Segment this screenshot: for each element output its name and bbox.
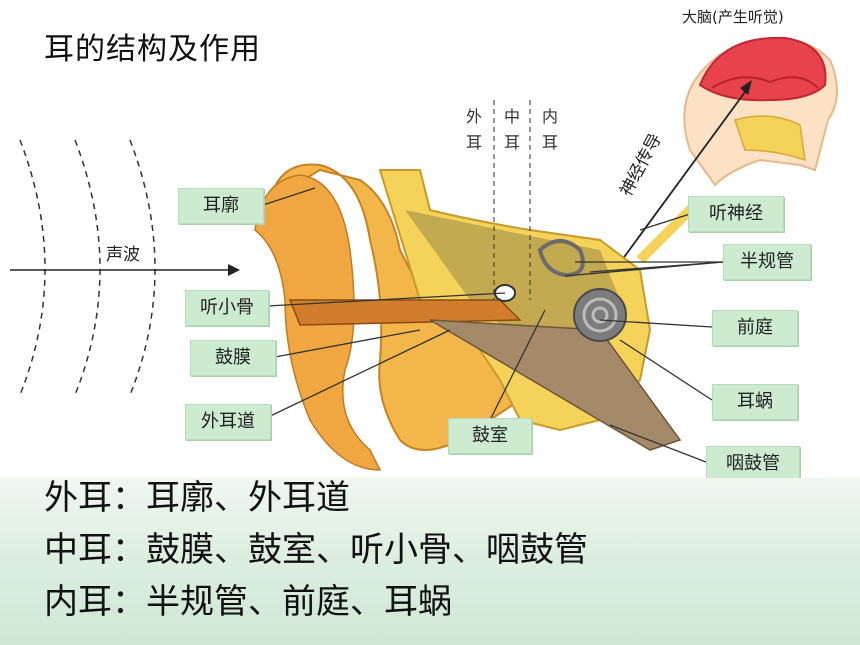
label-ossicles: 听小骨 — [185, 290, 269, 326]
label-eardrum: 鼓膜 — [190, 340, 276, 376]
brain-caption: 大脑(产生听觉) — [682, 8, 784, 26]
label-cochlea: 耳蜗 — [712, 384, 798, 420]
label-semicircular-canals: 半规管 — [723, 244, 811, 280]
sound-wave-arcs — [19, 139, 156, 396]
leader-lines — [261, 187, 724, 463]
summary-inner-ear: 内耳：半规管、前庭、耳蜗 — [44, 582, 452, 622]
sound-wave-label: 声波 — [106, 245, 140, 265]
summary-panel — [0, 478, 860, 645]
label-auditory-nerve: 听神经 — [688, 196, 784, 232]
page-title: 耳的结构及作用 — [44, 32, 261, 67]
label-vestibule: 前庭 — [712, 310, 798, 346]
ear-cross-section — [254, 163, 704, 471]
region-dividers — [493, 100, 531, 300]
region-inner-ear: 内耳 — [541, 107, 558, 152]
head-illustration — [683, 36, 839, 187]
label-ear-canal: 外耳道 — [185, 404, 271, 440]
label-pinna: 耳廓 — [178, 188, 264, 224]
label-eustachian-tube: 咽鼓管 — [706, 446, 800, 482]
summary-middle-ear: 中耳：鼓膜、鼓室、听小骨、咽鼓管 — [44, 530, 588, 570]
label-tympanic-cavity: 鼓室 — [448, 418, 532, 454]
nerve-arrow-head — [740, 80, 752, 95]
sound-arrow-head — [228, 264, 240, 276]
summary-outer-ear: 外耳：耳廓、外耳道 — [44, 478, 350, 518]
region-middle-ear: 中耳 — [503, 107, 520, 152]
region-outer-ear: 外耳 — [465, 107, 482, 152]
